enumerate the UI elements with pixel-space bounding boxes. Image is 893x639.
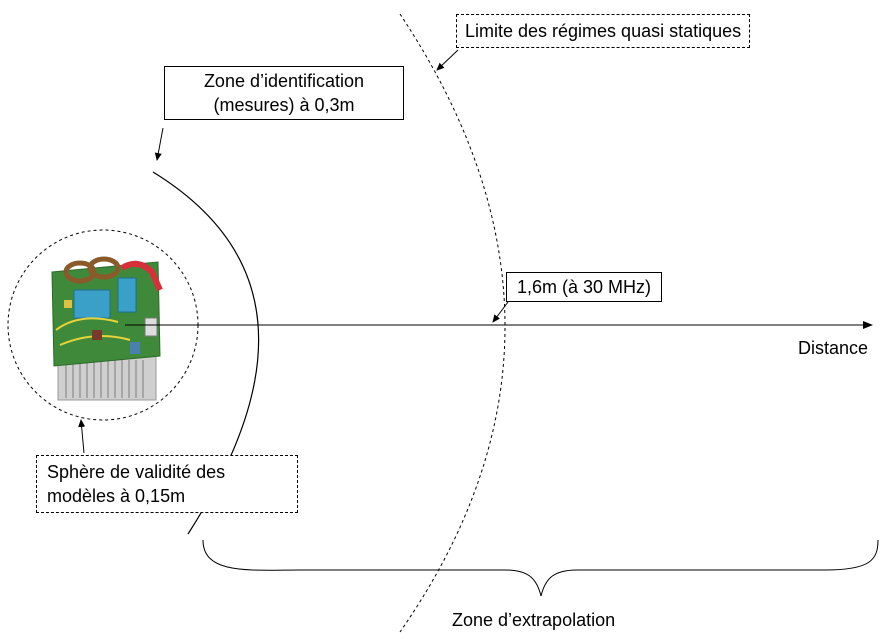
distance-point-pointer-arrow bbox=[492, 301, 509, 323]
validity-sphere-line1: Sphère de validité des bbox=[47, 462, 226, 482]
sphere-pointer-arrow bbox=[78, 419, 86, 454]
distance-point-label: 1,6m (à 30 MHz) bbox=[506, 272, 663, 302]
validity-sphere-label: Sphère de validité des modèles à 0,15m bbox=[36, 455, 298, 513]
distance-axis-text: Distance bbox=[798, 338, 869, 358]
device-photo bbox=[51, 256, 163, 401]
identification-zone-label: Zone d’identification (mesures) à 0,3m bbox=[164, 66, 404, 120]
distance-point-text: 1,6m (à 30 MHz) bbox=[517, 277, 652, 297]
quasi-static-limit-text: Limite des régimes quasi statiques bbox=[465, 21, 742, 41]
identification-zone-line1: Zone d’identification bbox=[203, 71, 365, 91]
extrapolation-brace bbox=[202, 539, 879, 597]
extrapolation-zone-text: Zone d’extrapolation bbox=[452, 610, 616, 630]
identification-pointer-arrow bbox=[154, 127, 164, 161]
validity-sphere-line2: modèles à 0,15m bbox=[47, 486, 186, 506]
extrapolation-zone-label: Zone d’extrapolation bbox=[452, 608, 615, 632]
limit-pointer-arrow bbox=[436, 49, 459, 71]
quasi-static-limit-label: Limite des régimes quasi statiques bbox=[456, 14, 751, 48]
identification-zone-line2: (mesures) à 0,3m bbox=[213, 95, 355, 115]
quasi-static-limit-arc bbox=[399, 13, 506, 633]
distance-axis-label: Distance bbox=[798, 336, 868, 360]
